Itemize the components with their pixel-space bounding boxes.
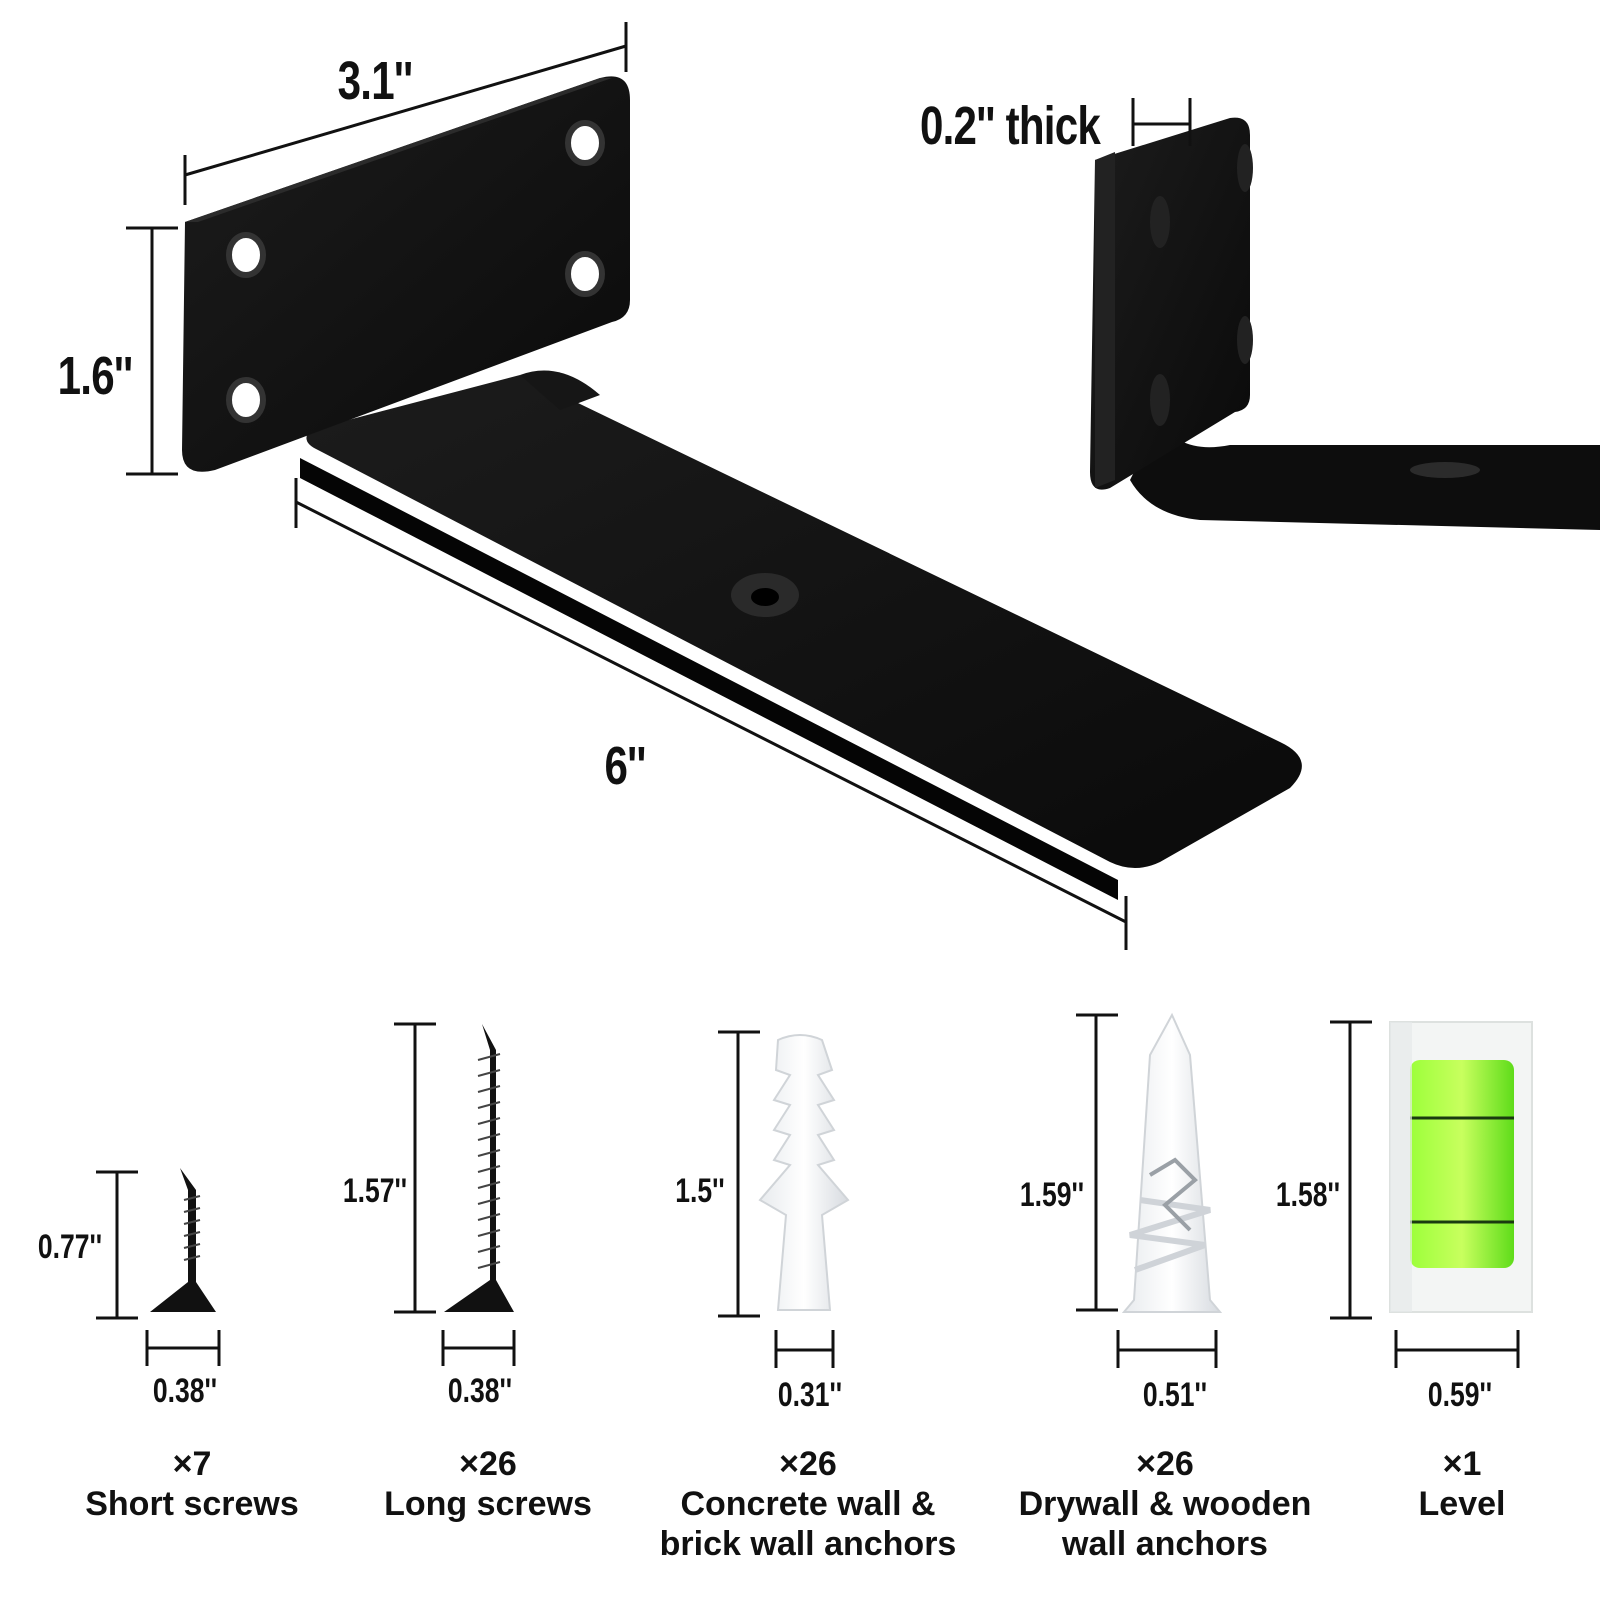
- main-bracket: [182, 76, 1302, 900]
- side-bracket: [1090, 117, 1600, 530]
- bracket-dimension-lines: [126, 22, 1192, 950]
- concrete-anchors-caption: ×26 Concrete wall & brick wall anchors: [660, 1444, 957, 1564]
- concrete-anchor-width-label: 0.31'': [777, 1376, 843, 1414]
- hardware-dimension-lines: [96, 1013, 1520, 1368]
- screw-hole-icon: [226, 377, 266, 423]
- drywall-anchors-name-line2: wall anchors: [1062, 1525, 1268, 1563]
- short-screws-qty: ×7: [172, 1445, 212, 1483]
- concrete-anchor-icon: [758, 1034, 850, 1311]
- long-screws-name: Long screws: [384, 1485, 592, 1523]
- short-screw-length-label: 0.77'': [37, 1228, 103, 1266]
- short-screws-name: Short screws: [85, 1485, 299, 1523]
- bracket-height-label: 1.6'': [57, 346, 133, 406]
- short-screw-width-label: 0.38'': [152, 1372, 218, 1410]
- drywall-anchors-qty: ×26: [1136, 1445, 1194, 1483]
- drywall-anchor-length-label: 1.59'': [1019, 1176, 1085, 1214]
- screw-hole-icon: [565, 251, 605, 297]
- long-screw-width-label: 0.38'': [447, 1372, 513, 1410]
- concrete-anchors-qty: ×26: [779, 1445, 837, 1483]
- bubble-level-icon: [1389, 1021, 1533, 1313]
- long-screw-length-label: 1.57'': [342, 1172, 408, 1210]
- concrete-anchor-length-label: 1.5'': [675, 1172, 725, 1210]
- screw-hole-icon: [226, 232, 266, 278]
- drywall-anchors-caption: ×26 Drywall & wooden wall anchors: [1019, 1444, 1312, 1564]
- level-caption: ×1 Level: [1419, 1444, 1506, 1524]
- level-name: Level: [1418, 1485, 1506, 1523]
- level-width-label: 0.59'': [1427, 1376, 1493, 1414]
- bracket-thickness-label: 0.2'' thick: [919, 96, 1101, 156]
- drywall-anchors-name-line1: Drywall & wooden: [1018, 1485, 1312, 1523]
- long-screws-qty: ×26: [459, 1445, 517, 1483]
- concrete-anchors-name-line1: Concrete wall &: [680, 1485, 936, 1523]
- short-screws-caption: ×7 Short screws: [85, 1444, 299, 1524]
- drywall-anchor-width-label: 0.51'': [1142, 1376, 1208, 1414]
- bracket-width-label: 3.1'': [337, 51, 413, 111]
- wall-plate: [182, 76, 630, 472]
- level-qty: ×1: [1442, 1445, 1482, 1483]
- bracket-length-label: 6'': [604, 736, 646, 796]
- long-screws-caption: ×26 Long screws: [384, 1444, 592, 1524]
- drywall-anchor-icon: [1121, 1012, 1223, 1313]
- screw-hole-icon: [565, 120, 605, 166]
- concrete-anchors-name-line2: brick wall anchors: [659, 1525, 957, 1563]
- long-screw-icon: [444, 1024, 514, 1312]
- level-length-label: 1.58'': [1275, 1176, 1341, 1214]
- short-screw-icon: [150, 1168, 216, 1312]
